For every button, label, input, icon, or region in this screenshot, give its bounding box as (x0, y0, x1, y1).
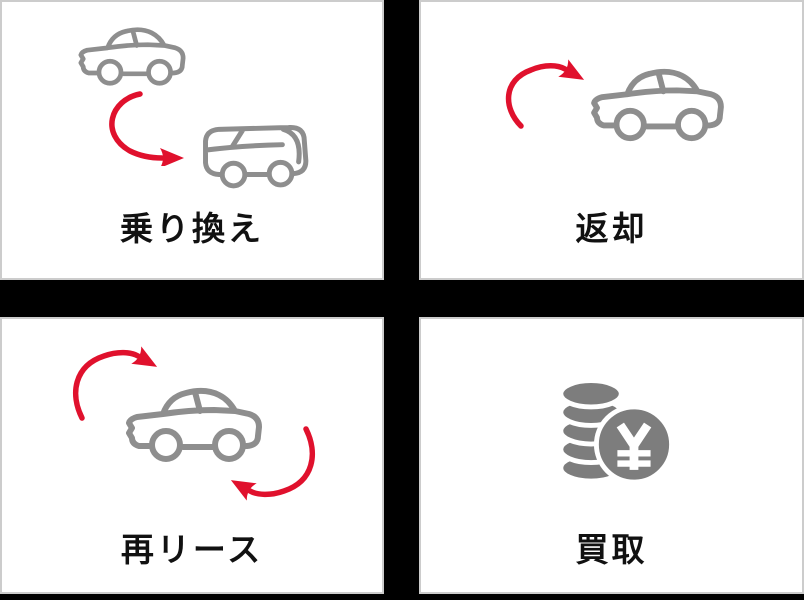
card-label: 乗り換え (120, 210, 264, 247)
coin-stack-icon: ¥ (558, 378, 674, 484)
card-label: 返却 (575, 210, 648, 247)
cycle-arrow-bottom-icon (230, 426, 315, 501)
yen-coin-icon: ¥ (593, 404, 674, 484)
card-henkyaku[interactable]: 返却 (419, 0, 804, 280)
car-icon (73, 24, 191, 89)
cycle-arrow-top-icon (73, 346, 158, 421)
card-label: 再リース (120, 531, 264, 568)
card-kaitori[interactable]: ¥ 買取 (419, 317, 804, 594)
car-icon (584, 65, 731, 145)
card-sairiisu[interactable]: 再リース (0, 317, 384, 594)
curved-arrow-down-icon (109, 91, 184, 166)
curved-arrow-up-icon (505, 59, 585, 129)
card-norikae[interactable]: 乗り換え (0, 0, 384, 280)
card-label: 買取 (575, 531, 648, 568)
van-icon (201, 122, 314, 190)
